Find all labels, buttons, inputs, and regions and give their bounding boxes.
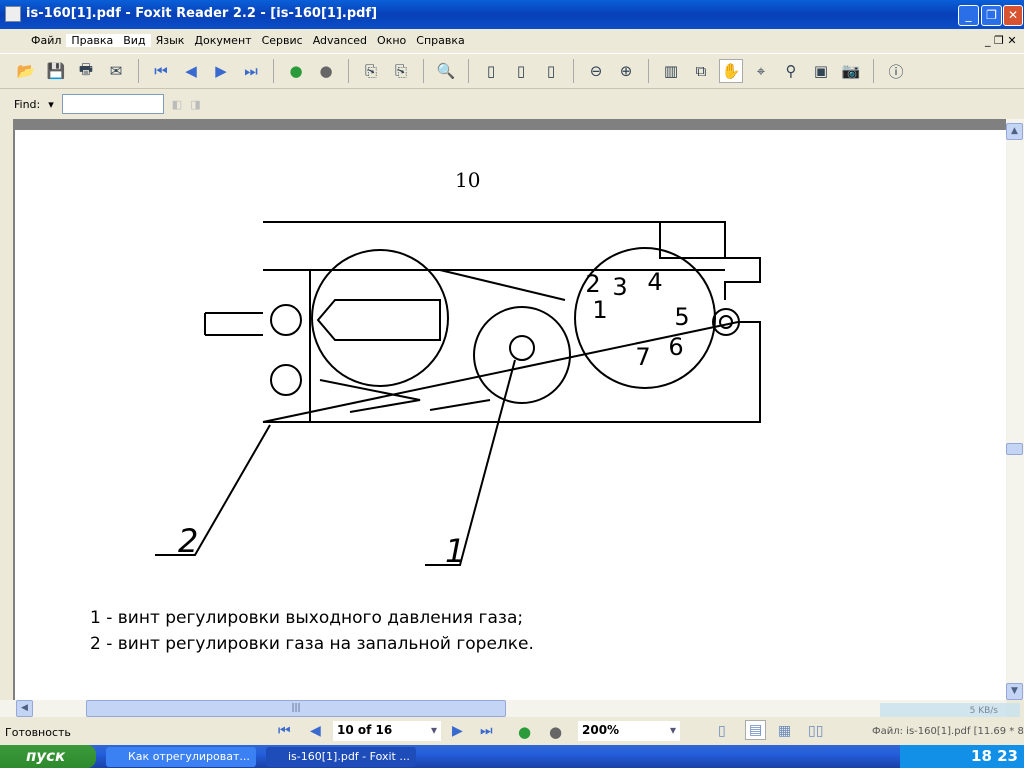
export-icon[interactable]: ⧉ [695,62,707,80]
next-page-icon[interactable]: ▶ [215,62,227,80]
zoom-out-icon[interactable]: ⊖ [589,62,603,80]
clock: 18 23 [971,747,1018,765]
find-icon[interactable]: ⚲ [785,62,797,80]
menu-bar: Файл Правка Вид Язык Документ Сервис Adv… [0,29,1024,52]
single-page-icon[interactable]: ▯ [718,723,726,739]
status-prev-page[interactable]: ◀ [310,723,321,739]
horizontal-scrollbar[interactable]: ◀ ||| [0,700,1006,717]
status-forward[interactable]: ● [549,723,563,741]
hand-tool-icon[interactable]: ✋ [719,59,743,83]
dial-digit: 6 [668,333,683,361]
status-text: Готовность [5,726,71,739]
callout-2: 2 [178,522,198,560]
taskbar: пуск Как отрегулироват... is-160[1].pdf … [0,745,1024,768]
fit-page-icon[interactable]: ▯ [516,62,526,80]
callout-1: 1 [445,532,465,570]
legend-line-1: 1 - винт регулировки выходного давления … [90,608,524,628]
scroll-left-button[interactable]: ◀ [16,700,33,717]
status-last-page[interactable]: ⏭ [480,723,493,739]
find-options-dropdown[interactable]: ▾ [48,97,54,111]
rotate-left-icon[interactable]: ⎘ [364,62,377,80]
page-number-label: 10 [455,168,481,192]
info-icon[interactable]: ⓘ [888,62,904,81]
status-first-page[interactable]: ⏮ [278,723,291,739]
status-back[interactable]: ● [518,723,532,741]
start-button[interactable]: пуск [0,745,96,768]
zoom-value: 200% [582,723,620,737]
vertical-scroll-thumb[interactable] [1006,443,1023,455]
window-title: is-160[1].pdf - Foxit Reader 2.2 - [is-1… [26,6,378,21]
start-label: пуск [26,747,66,765]
dial-digit: 5 [674,303,689,331]
status-next-page[interactable]: ▶ [452,723,463,739]
dial-digit: 2 [585,270,600,298]
forward-icon[interactable]: ● [319,62,333,80]
find-input[interactable] [61,94,164,114]
menu-file[interactable]: Файл [31,34,62,47]
find-prev-icon[interactable]: ◧ [171,97,183,111]
horizontal-scroll-thumb[interactable]: ||| [86,700,506,717]
fit-width-icon[interactable]: ▯ [546,62,556,80]
legend-line-2: 2 - винт регулировки газа на запальной г… [90,634,534,654]
actual-size-icon[interactable]: ▯ [486,62,496,80]
title-bar: is-160[1].pdf - Foxit Reader 2.2 - [is-1… [0,0,1024,29]
save-icon[interactable]: 💾 [46,62,66,80]
zoom-selector[interactable]: 200%▾ [578,721,680,741]
dial-digit: 3 [612,273,627,301]
menu-advanced[interactable]: Advanced [312,34,368,47]
menu-language[interactable]: Язык [155,34,185,47]
menu-window[interactable]: Окно [377,34,407,47]
taskbar-item-browser[interactable]: Как отрегулироват... [106,747,256,767]
scroll-up-button[interactable]: ▲ [1006,123,1023,140]
app-icon [5,6,21,22]
open-icon[interactable]: 📂 [16,62,36,80]
first-page-icon[interactable]: ⏮ [154,62,168,80]
dial-digit: 7 [635,343,650,371]
vertical-scrollbar[interactable]: ▲ ▼ [1006,119,1024,700]
menu-document[interactable]: Документ [194,34,252,47]
menu-help[interactable]: Справка [416,34,465,47]
facing-icon[interactable]: ▦ [778,723,792,739]
bookmark-icon[interactable]: ▥ [663,62,679,80]
network-speed: 5 KB/s [969,706,998,716]
menu-edit[interactable]: Правка [66,34,119,47]
dial-digit: 4 [647,268,662,296]
file-info: Файл: is-160[1].pdf [11.69 * 8 [872,726,1024,737]
technical-drawing: 1 2 3 4 5 6 7 2 1 [155,221,761,570]
print-icon[interactable]: 🖶 [78,59,94,78]
continuous-icon[interactable]: ▤ [745,720,767,740]
minimize-button[interactable]: _ [958,5,979,26]
prev-page-icon[interactable]: ◀ [185,62,197,80]
zoom-in-icon[interactable]: 🔍 [436,62,456,80]
menu-view[interactable]: Вид [118,34,151,47]
text-select-icon[interactable]: ▣ [813,62,829,80]
pdf-page: 1 2 3 4 5 6 7 2 1 10 1 - винт регулировк… [15,130,1006,700]
page-selector[interactable]: 10 of 16▾ [333,721,441,741]
select-icon[interactable]: ⌖ [756,62,766,80]
page-value: 10 of 16 [337,723,393,737]
rotate-right-icon[interactable]: ⎘ [394,62,407,80]
email-icon[interactable]: ✉ [109,62,123,80]
zoom-plus-icon[interactable]: ⊕ [619,62,633,80]
last-page-icon[interactable]: ⏭ [244,62,258,80]
find-next-icon[interactable]: ◨ [190,97,201,111]
snapshot-icon[interactable]: 📷 [841,62,861,80]
mdi-controls[interactable]: _ ❐ ✕ [985,34,1017,47]
continuous-facing-icon[interactable]: ▯▯ [808,723,824,739]
status-bar: Готовность ⏮ ◀ 10 of 16▾ ▶ ⏭ ● ● 200%▾ ▯… [0,717,1024,745]
system-tray: 18 23 [900,745,1024,768]
close-button[interactable]: ✕ [1003,5,1023,26]
scroll-down-button[interactable]: ▼ [1006,683,1023,700]
menu-service[interactable]: Сервис [261,34,303,47]
find-label: Find: [14,97,41,111]
taskbar-item-foxit[interactable]: is-160[1].pdf - Foxit ... [266,747,416,767]
toolbar: 📂 💾 🖶 ✉ ⏮ ◀ ▶ ⏭ ● ● ⎘ ⎘ 🔍 ▯ ▯ ▯ ⊖ ⊕ ▥ ⧉ … [0,53,1024,89]
dial-digit: 1 [592,296,607,324]
back-icon[interactable]: ● [289,62,303,80]
maximize-button[interactable]: ❐ [981,5,1002,26]
find-bar: Find: ▾ ◧ ◨ [0,90,1024,118]
